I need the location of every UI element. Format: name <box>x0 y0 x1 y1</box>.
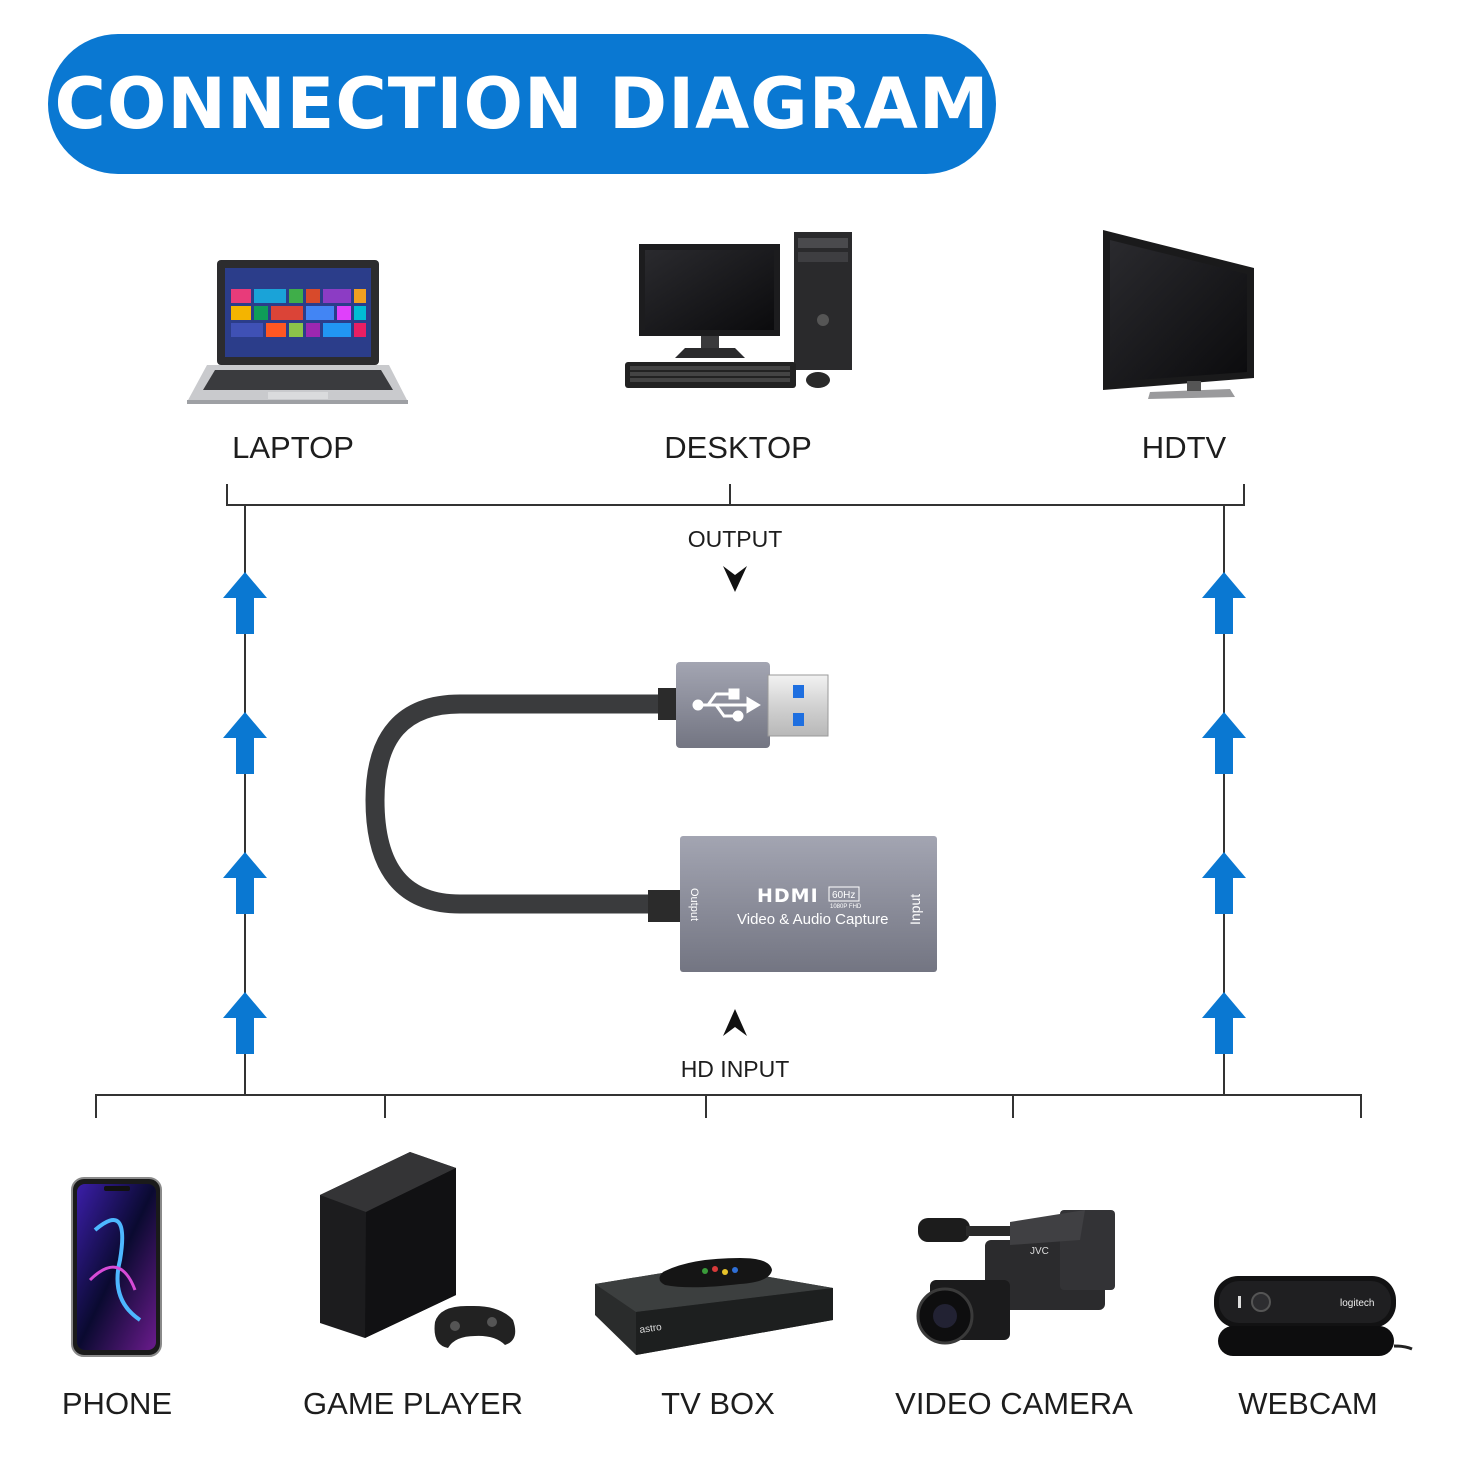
title-banner: CONNECTION DIAGRAM <box>48 34 996 174</box>
label-video-camera: VIDEO CAMERA <box>895 1386 1133 1421</box>
webcam-brand: logitech <box>1340 1298 1374 1309</box>
label-webcam: WEBCAM <box>1238 1386 1378 1421</box>
up-arrow-icon <box>1202 852 1246 914</box>
laptop-icon <box>187 260 408 404</box>
capture-device: HDMI 60Hz 1080P FHD Video & Audio Captur… <box>365 662 937 972</box>
input-arrowhead-icon <box>723 1009 747 1036</box>
up-arrow-icon <box>223 572 267 634</box>
label-tv-box: TV BOX <box>661 1386 775 1421</box>
gamepad-icon <box>434 1305 516 1348</box>
usb-icon <box>692 688 761 722</box>
output-bracket <box>226 484 1245 506</box>
port-output-label: Output <box>688 888 700 921</box>
webcam-icon: logitech <box>1214 1276 1413 1356</box>
hdmi-spec-resolution: 1080P FHD <box>830 904 862 910</box>
side-links <box>244 505 1225 1095</box>
hdtv-icon <box>1103 230 1254 399</box>
capture-caption: Video & Audio Capture <box>737 911 889 928</box>
label-phone: PHONE <box>61 1386 173 1421</box>
label-game-player: GAME PLAYER <box>303 1386 523 1421</box>
output-arrowhead-icon <box>723 566 747 592</box>
label-desktop: DESKTOP <box>664 430 812 465</box>
up-arrow-icon <box>1202 572 1246 634</box>
smartphone-icon <box>71 1177 162 1357</box>
up-arrow-icon <box>1202 992 1246 1054</box>
tv-box-icon: astro <box>595 1258 833 1355</box>
up-arrow-icon <box>223 992 267 1054</box>
game-console-icon <box>320 1152 516 1348</box>
video-camera-icon: JVC <box>916 1210 1115 1345</box>
hdmi-spec-badge: 60Hz <box>832 890 855 901</box>
svg-text:JVC: JVC <box>1030 1246 1049 1257</box>
desktop-computer-icon <box>625 232 852 388</box>
port-input-label: Input <box>907 894 923 925</box>
page-title: CONNECTION DIAGRAM <box>54 63 990 145</box>
hd-input-label: HD INPUT <box>680 1056 790 1082</box>
up-arrow-icon <box>1202 712 1246 774</box>
up-arrow-icon <box>223 852 267 914</box>
label-laptop: LAPTOP <box>232 430 354 465</box>
up-arrow-icon <box>223 712 267 774</box>
hdmi-brand: HDMI <box>757 885 819 907</box>
input-bracket <box>95 1094 1362 1118</box>
tvbox-brand: astro <box>639 1322 663 1336</box>
output-label: OUTPUT <box>687 526 783 552</box>
label-hdtv: HDTV <box>1141 430 1227 465</box>
remote-control-icon <box>659 1258 772 1288</box>
